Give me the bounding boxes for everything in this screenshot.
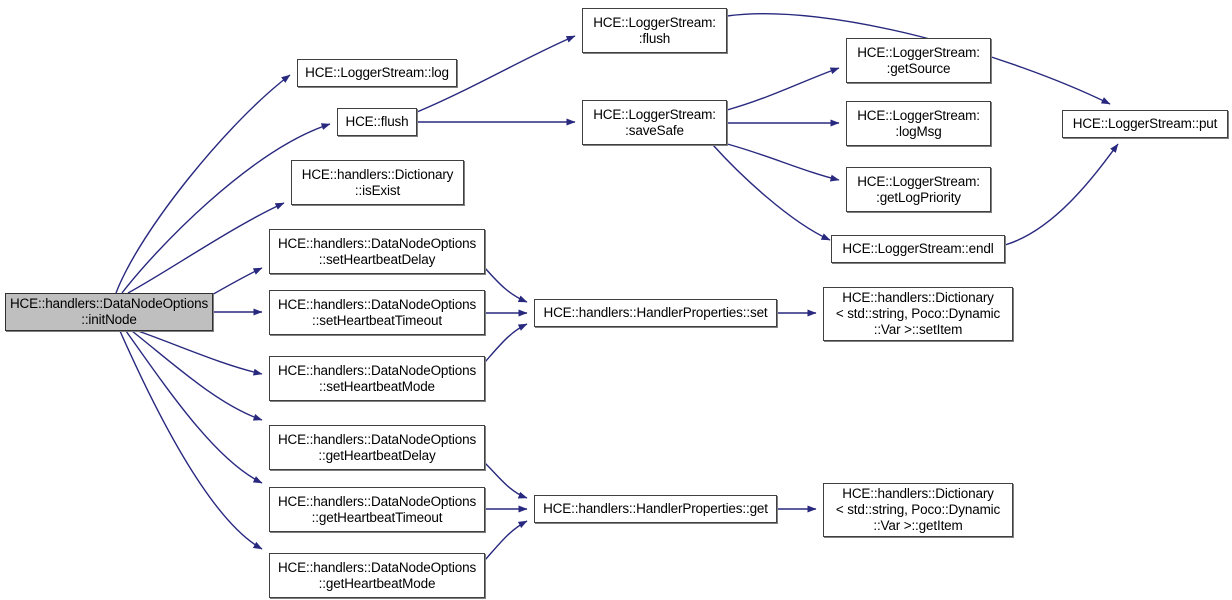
edge-loggerStreamSaveSafe-to-loggerStreamEndl [712,144,831,241]
edge-loggerStreamSaveSafe-to-loggerStreamGetLogPriority [726,143,840,182]
graph-node-loggerStreamLog[interactable]: HCE::LoggerStream::log [297,59,457,87]
edge-initNode-to-getHeartbeatTimeout [125,330,263,484]
graph-node-getHeartbeatDelay[interactable]: HCE::handlers::DataNodeOptions ::getHear… [269,425,485,470]
graph-node-label: HCE::handlers::Dictionary ::isExist [301,166,454,198]
graph-node-label: HCE::handlers::DataNodeOptions ::setHear… [277,235,477,267]
graph-node-label: HCE::handlers::DataNodeOptions ::getHear… [277,493,477,525]
graph-node-label: HCE::LoggerStream: :flush [593,14,716,46]
graph-node-label: HCE::LoggerStream::endl [842,241,994,256]
edge-setHeartbeatDelay-to-handlerPropertiesSet [484,267,528,303]
edge-initNode-to-setHeartbeatMode [137,330,263,376]
graph-node-handlerPropertiesGet[interactable]: HCE::handlers::HandlerProperties::get [534,495,777,523]
graph-node-label: HCE::LoggerStream: :logMsg [857,107,980,139]
graph-node-label: HCE::LoggerStream: :getSource [857,44,980,76]
graph-node-dictSetItem[interactable]: HCE::handlers::Dictionary < std::string,… [823,287,1013,341]
graph-node-label: HCE::flush [345,114,409,129]
graph-node-loggerStreamGetSource[interactable]: HCE::LoggerStream: :getSource [846,38,991,83]
edge-initNode-to-getHeartbeatMode [119,330,263,550]
graph-node-loggerStreamGetLogPriority[interactable]: HCE::LoggerStream: :getLogPriority [846,167,991,212]
graph-node-label: HCE::handlers::Dictionary < std::string,… [835,290,1001,337]
graph-node-hceFlush[interactable]: HCE::flush [337,108,417,136]
edge-loggerStreamSaveSafe-to-loggerStreamGetSource [726,67,840,111]
graph-node-getHeartbeatTimeout[interactable]: HCE::handlers::DataNodeOptions ::getHear… [269,487,485,532]
graph-node-loggerStreamFlush[interactable]: HCE::LoggerStream: :flush [582,8,727,53]
graph-node-label: HCE::handlers::HandlerProperties::set [543,305,768,320]
graph-node-label: HCE::handlers::HandlerProperties::get [543,501,768,516]
graph-node-label: HCE::LoggerStream: :getLogPriority [857,173,980,205]
graph-node-label: HCE::handlers::DataNodeOptions ::setHear… [277,362,477,394]
graph-node-label: HCE::handlers::Dictionary < std::string,… [835,486,1001,533]
graph-node-dictIsExist[interactable]: HCE::handlers::Dictionary ::isExist [291,160,464,205]
graph-node-loggerStreamLogMsg[interactable]: HCE::LoggerStream: :logMsg [846,101,991,146]
graph-node-label: HCE::handlers::DataNodeOptions ::initNod… [9,296,209,327]
graph-node-label: HCE::LoggerStream::log [305,65,449,80]
graph-node-label: HCE::LoggerStream: :saveSafe [593,106,716,138]
edge-initNode-to-loggerStreamLog [115,74,291,294]
graph-node-loggerStreamPut[interactable]: HCE::LoggerStream::put [1062,110,1228,138]
edge-initNode-to-getHeartbeatDelay [131,330,263,421]
graph-node-label: HCE::handlers::DataNodeOptions ::getHear… [277,431,477,463]
graph-node-setHeartbeatTimeout[interactable]: HCE::handlers::DataNodeOptions ::setHear… [269,290,485,335]
edge-loggerStreamEndl-to-loggerStreamPut [1004,143,1119,246]
edge-initNode-to-dictIsExist [127,202,285,294]
edge-setHeartbeatMode-to-handlerPropertiesSet [484,323,528,363]
edge-getHeartbeatDelay-to-handlerPropertiesGet [484,462,528,499]
graph-node-initNode[interactable]: HCE::handlers::DataNodeOptions ::initNod… [5,293,213,331]
edge-getHeartbeatMode-to-handlerPropertiesGet [484,520,528,561]
graph-node-dictGetItem[interactable]: HCE::handlers::Dictionary < std::string,… [823,483,1013,537]
graph-node-loggerStreamSaveSafe[interactable]: HCE::LoggerStream: :saveSafe [582,100,727,145]
graph-node-handlerPropertiesSet[interactable]: HCE::handlers::HandlerProperties::set [534,299,777,327]
graph-node-label: HCE::handlers::DataNodeOptions ::setHear… [277,296,477,328]
graph-node-setHeartbeatDelay[interactable]: HCE::handlers::DataNodeOptions ::setHear… [269,229,485,274]
graph-node-label: HCE::LoggerStream::put [1072,116,1218,131]
graph-node-getHeartbeatMode[interactable]: HCE::handlers::DataNodeOptions ::getHear… [269,553,485,598]
graph-node-label: HCE::handlers::DataNodeOptions ::getHear… [277,559,477,591]
graph-node-loggerStreamEndl[interactable]: HCE::LoggerStream::endl [831,235,1005,263]
graph-node-setHeartbeatMode[interactable]: HCE::handlers::DataNodeOptions ::setHear… [269,356,485,401]
